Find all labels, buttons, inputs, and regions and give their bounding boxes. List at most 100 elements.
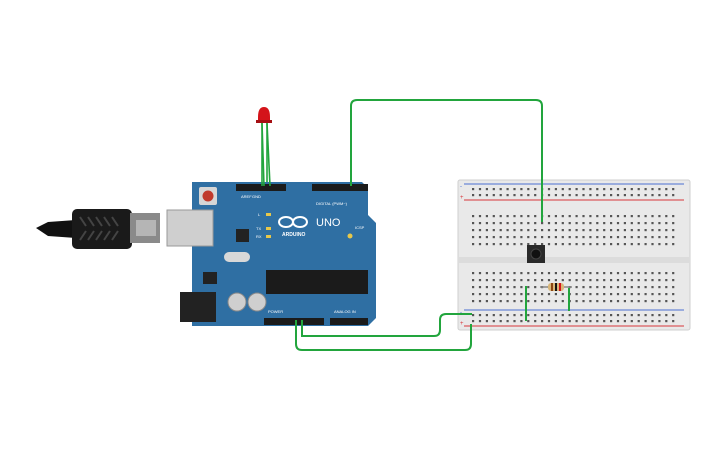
breadboard-hole[interactable] <box>534 236 537 239</box>
breadboard-hole[interactable] <box>554 300 557 303</box>
breadboard-hole[interactable] <box>623 188 626 191</box>
breadboard-hole[interactable] <box>610 300 613 303</box>
breadboard-hole[interactable] <box>520 279 523 282</box>
breadboard-hole[interactable] <box>554 320 557 323</box>
breadboard-hole[interactable] <box>644 229 647 232</box>
breadboard-hole[interactable] <box>575 194 578 197</box>
breadboard-hole[interactable] <box>575 279 578 282</box>
breadboard-hole[interactable] <box>589 279 592 282</box>
breadboard-hole[interactable] <box>665 279 668 282</box>
breadboard-hole[interactable] <box>658 272 661 275</box>
breadboard-hole[interactable] <box>568 236 571 239</box>
breadboard-hole[interactable] <box>637 194 640 197</box>
breadboard-hole[interactable] <box>534 229 537 232</box>
breadboard-hole[interactable] <box>499 236 502 239</box>
breadboard-hole[interactable] <box>644 272 647 275</box>
breadboard-hole[interactable] <box>568 188 571 191</box>
breadboard-hole[interactable] <box>547 293 551 296</box>
breadboard-hole[interactable] <box>637 320 640 323</box>
breadboard-hole[interactable] <box>575 222 578 225</box>
breadboard-hole[interactable] <box>568 215 571 218</box>
resistor[interactable] <box>540 283 572 291</box>
breadboard-hole[interactable] <box>596 188 599 191</box>
breadboard-hole[interactable] <box>665 236 668 239</box>
breadboard-hole[interactable] <box>610 188 613 191</box>
breadboard-hole[interactable] <box>541 272 544 275</box>
breadboard-hole[interactable] <box>616 229 620 232</box>
breadboard-hole[interactable] <box>534 314 537 317</box>
breadboard-hole[interactable] <box>561 243 564 246</box>
breadboard-hole[interactable] <box>472 279 475 282</box>
breadboard-hole[interactable] <box>589 243 592 246</box>
breadboard-hole[interactable] <box>485 188 488 191</box>
breadboard-hole[interactable] <box>582 314 585 317</box>
breadboard-hole[interactable] <box>651 194 654 197</box>
breadboard-hole[interactable] <box>472 188 475 191</box>
breadboard-hole[interactable] <box>472 293 475 296</box>
breadboard-hole[interactable] <box>492 286 495 289</box>
breadboard-hole[interactable] <box>561 215 564 218</box>
breadboard-hole[interactable] <box>616 215 620 218</box>
breadboard-hole[interactable] <box>485 222 488 225</box>
breadboard-hole[interactable] <box>513 229 516 232</box>
breadboard-hole[interactable] <box>520 320 523 323</box>
breadboard-hole[interactable] <box>610 272 613 275</box>
breadboard-hole[interactable] <box>568 272 571 275</box>
breadboard-hole[interactable] <box>603 222 606 225</box>
breadboard-hole[interactable] <box>485 272 488 275</box>
breadboard-hole[interactable] <box>616 194 620 197</box>
breadboard-hole[interactable] <box>506 279 509 282</box>
breadboard-hole[interactable] <box>527 236 530 239</box>
breadboard-hole[interactable] <box>513 222 516 225</box>
breadboard-hole[interactable] <box>672 194 675 197</box>
breadboard-hole[interactable] <box>630 229 633 232</box>
breadboard-hole[interactable] <box>630 320 633 323</box>
breadboard-hole[interactable] <box>513 272 516 275</box>
breadboard-hole[interactable] <box>630 272 633 275</box>
breadboard-hole[interactable] <box>534 194 537 197</box>
breadboard-hole[interactable] <box>596 222 599 225</box>
breadboard-hole[interactable] <box>485 300 488 303</box>
breadboard-hole[interactable] <box>596 300 599 303</box>
breadboard-hole[interactable] <box>547 194 551 197</box>
breadboard-hole[interactable] <box>589 188 592 191</box>
breadboard-hole[interactable] <box>582 286 585 289</box>
breadboard-hole[interactable] <box>665 229 668 232</box>
breadboard-hole[interactable] <box>665 272 668 275</box>
breadboard-hole[interactable] <box>651 188 654 191</box>
breadboard-hole[interactable] <box>554 222 557 225</box>
breadboard-hole[interactable] <box>651 236 654 239</box>
breadboard-hole[interactable] <box>665 188 668 191</box>
breadboard-hole[interactable] <box>485 194 488 197</box>
breadboard-hole[interactable] <box>472 272 475 275</box>
breadboard-hole[interactable] <box>561 188 564 191</box>
breadboard-hole[interactable] <box>568 279 571 282</box>
breadboard-hole[interactable] <box>630 314 633 317</box>
breadboard-hole[interactable] <box>561 279 564 282</box>
breadboard-hole[interactable] <box>582 236 585 239</box>
breadboard-hole[interactable] <box>554 188 557 191</box>
breadboard-hole[interactable] <box>644 314 647 317</box>
breadboard-hole[interactable] <box>616 272 620 275</box>
breadboard-hole[interactable] <box>623 229 626 232</box>
breadboard-hole[interactable] <box>651 243 654 246</box>
breadboard-hole[interactable] <box>610 215 613 218</box>
breadboard-hole[interactable] <box>527 314 530 317</box>
breadboard-hole[interactable] <box>637 279 640 282</box>
breadboard-hole[interactable] <box>547 279 551 282</box>
breadboard-hole[interactable] <box>492 293 495 296</box>
breadboard-hole[interactable] <box>541 293 544 296</box>
breadboard-hole[interactable] <box>492 300 495 303</box>
breadboard-holes[interactable] <box>472 188 675 323</box>
breadboard-hole[interactable] <box>610 236 613 239</box>
breadboard-hole[interactable] <box>554 279 557 282</box>
breadboard-hole[interactable] <box>672 188 675 191</box>
breadboard-hole[interactable] <box>582 215 585 218</box>
breadboard-hole[interactable] <box>472 320 475 323</box>
breadboard-hole[interactable] <box>472 222 475 225</box>
breadboard-hole[interactable] <box>623 286 626 289</box>
breadboard-hole[interactable] <box>582 293 585 296</box>
breadboard-hole[interactable] <box>665 194 668 197</box>
breadboard-hole[interactable] <box>506 314 509 317</box>
breadboard-hole[interactable] <box>541 279 544 282</box>
